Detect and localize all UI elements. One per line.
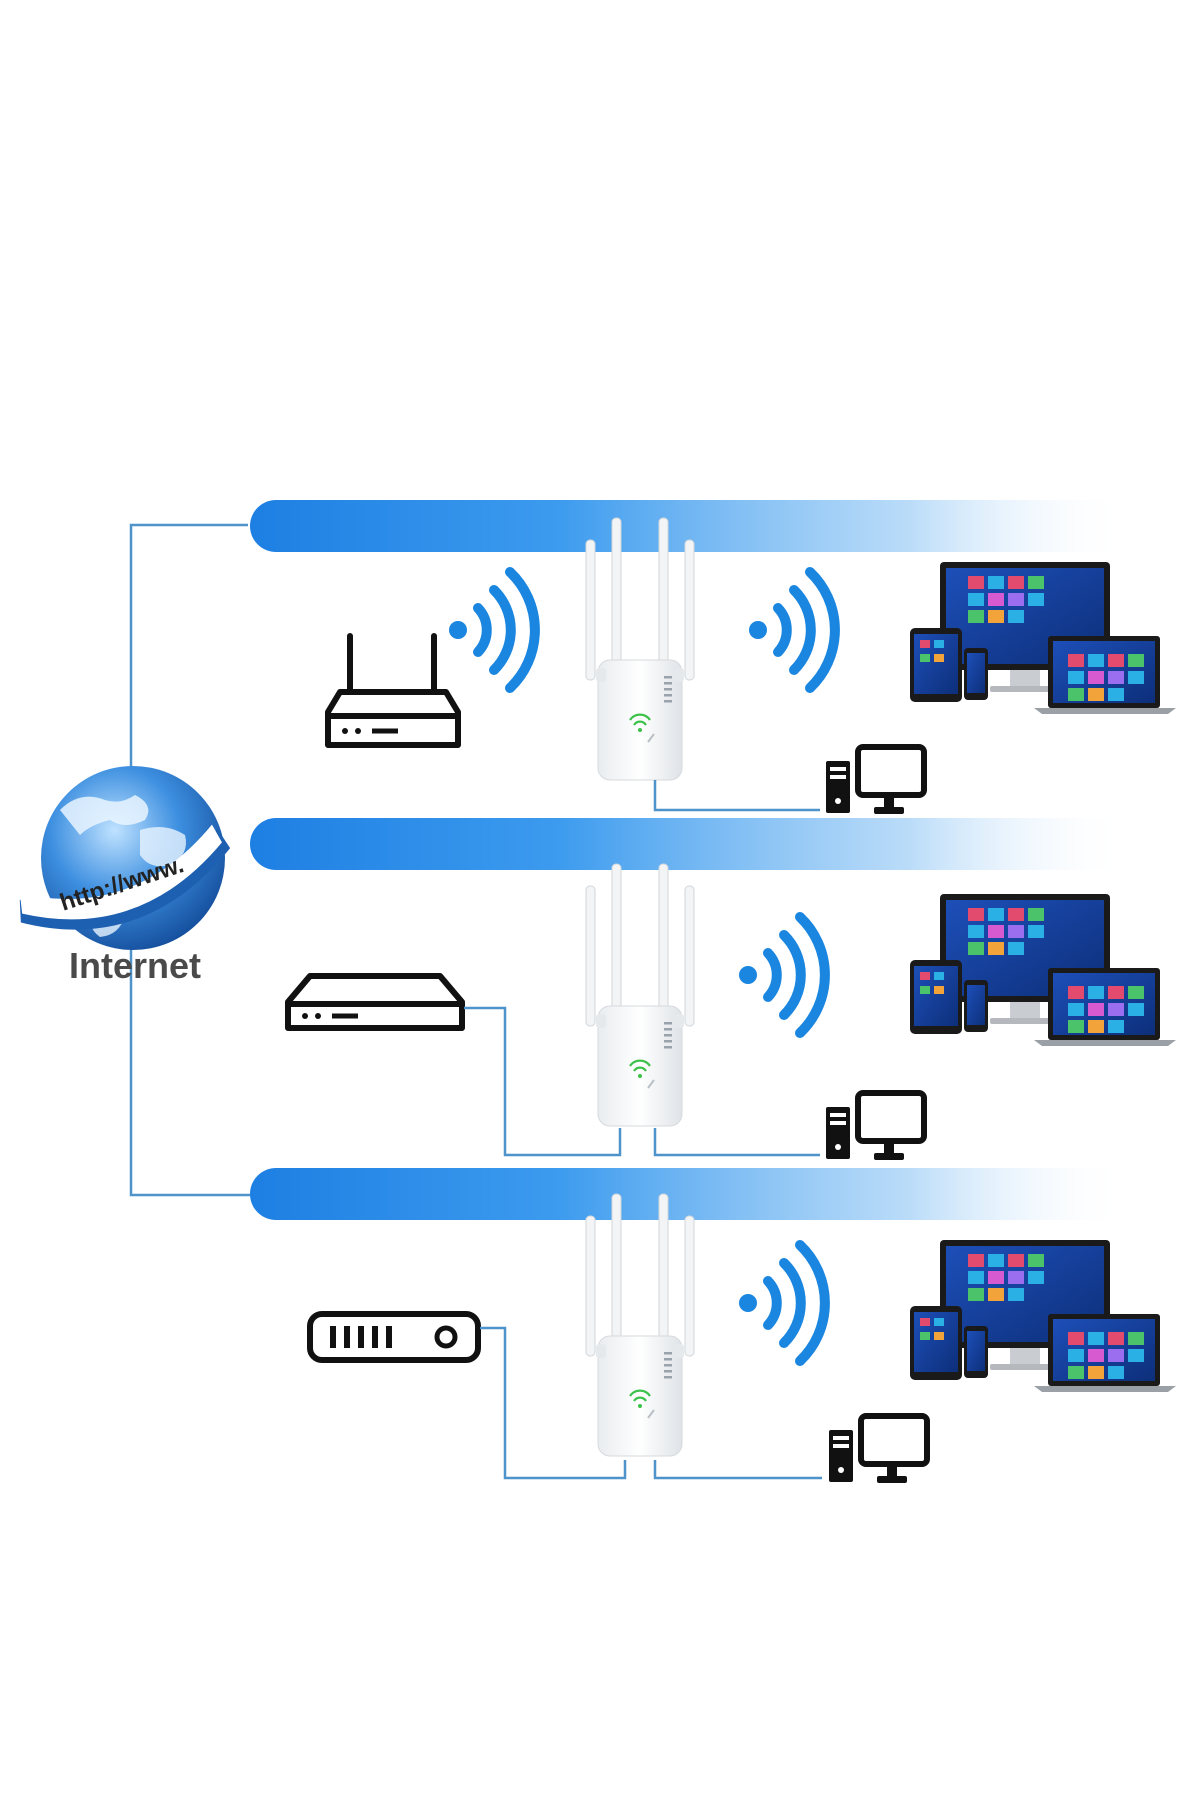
bus-bar-3 bbox=[250, 1168, 1130, 1220]
repeater-device bbox=[584, 862, 696, 1128]
bus-bars bbox=[250, 500, 1130, 1220]
trunk-wire bbox=[129, 523, 250, 1197]
cable bbox=[653, 1128, 820, 1157]
device-group-icon bbox=[910, 894, 1176, 1046]
repeater-device bbox=[584, 1192, 696, 1458]
row-wireless-router bbox=[325, 516, 1176, 814]
wireless-router-icon bbox=[325, 633, 461, 748]
repeater-device bbox=[584, 516, 696, 782]
internet-globe-icon: http://www. bbox=[19, 766, 231, 950]
bus-bar-2 bbox=[250, 818, 1130, 870]
wifi-signal-icon bbox=[449, 572, 535, 688]
bus-bar-1 bbox=[250, 500, 1130, 552]
row-modem bbox=[285, 862, 1176, 1160]
cable bbox=[653, 780, 820, 812]
cable bbox=[464, 1006, 622, 1157]
switch-box-icon bbox=[307, 1311, 481, 1363]
device-group-icon bbox=[910, 562, 1176, 714]
cable bbox=[480, 1326, 627, 1480]
cable bbox=[653, 1460, 822, 1480]
device-group-icon bbox=[910, 1240, 1176, 1392]
internet-label: Internet bbox=[69, 945, 201, 986]
row-switch-box bbox=[307, 1192, 1176, 1483]
desktop-computer-icon bbox=[826, 747, 924, 814]
desktop-computer-icon bbox=[829, 1416, 927, 1483]
modem-icon bbox=[285, 973, 465, 1031]
desktop-computer-icon bbox=[826, 1093, 924, 1160]
wifi-signal-icon bbox=[739, 917, 825, 1033]
wifi-signal-icon bbox=[749, 572, 835, 688]
wifi-signal-icon bbox=[739, 1245, 825, 1361]
